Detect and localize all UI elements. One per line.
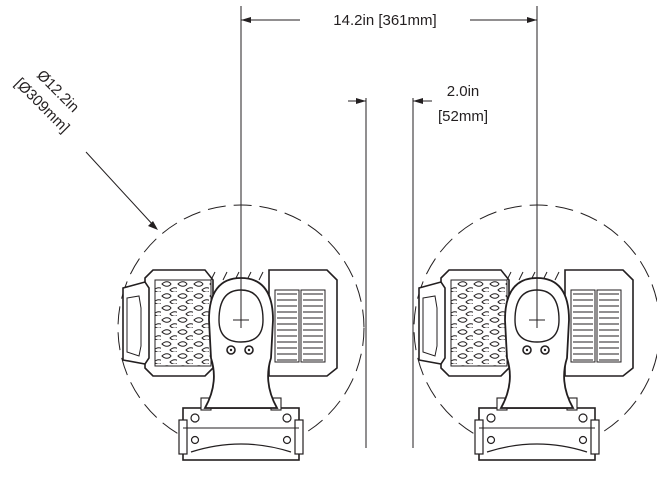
clearance-inch-label: 2.0in	[447, 83, 480, 100]
right-fixture	[413, 204, 657, 461]
center-distance-label: 14.2in [361mm]	[333, 12, 436, 29]
swing-diameter-dimension: Ø12.2in [Ø309mm]	[11, 67, 158, 230]
center-distance-dimension: 14.2in [361mm]	[241, 12, 537, 29]
clearance-dimension: 2.0in [52mm]	[348, 83, 488, 448]
clearance-mm-label: [52mm]	[438, 108, 488, 125]
